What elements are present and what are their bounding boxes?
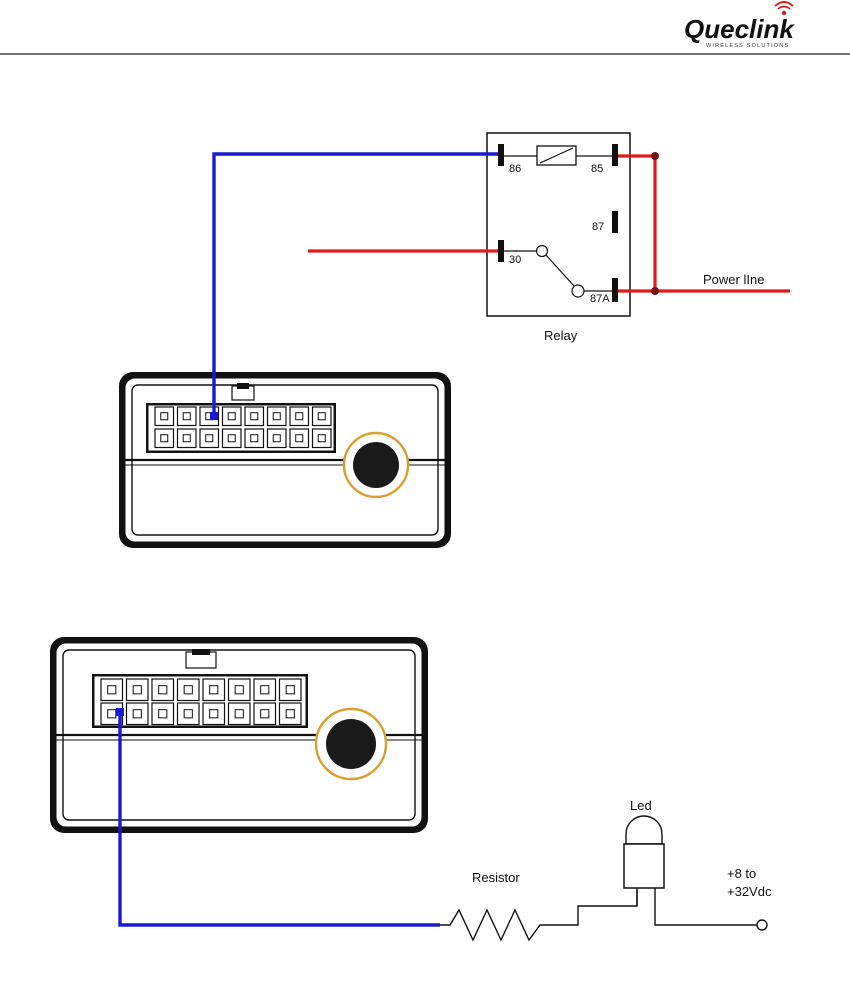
relay-pin-87a-label: 87A <box>590 293 610 305</box>
connector-pin-contact <box>161 413 168 420</box>
connector-pin-contact <box>210 686 218 694</box>
connector-pin-contact <box>183 413 190 420</box>
tracker-device-icon <box>119 372 451 548</box>
connector-pin-contact <box>286 710 294 718</box>
relay-pin-86-block <box>498 144 504 166</box>
connector-pin-contact <box>159 686 167 694</box>
connector-pin-contact <box>133 710 141 718</box>
device-1-button <box>353 442 399 488</box>
supply-label-line1: +8 to <box>727 866 756 881</box>
relay-switch-pivot <box>537 246 548 257</box>
connector-pin-contact <box>108 710 116 718</box>
connector-pin-contact <box>261 710 269 718</box>
queclink-logo-icon: Queclink WIRELESS SOLUTIONS <box>684 2 795 49</box>
connector-pin-contact <box>286 686 294 694</box>
device-1-active-pin <box>210 412 218 420</box>
connector-pin-contact <box>296 413 303 420</box>
header: Queclink WIRELESS SOLUTIONS <box>0 2 850 54</box>
relay-pin-30-block <box>498 240 504 262</box>
relay-pin-87-block <box>612 211 618 233</box>
connector-pin-contact <box>184 710 192 718</box>
relay-pin-86-label: 86 <box>509 163 521 175</box>
relay-pin-85-label: 85 <box>591 163 603 175</box>
connector-pin-contact <box>273 413 280 420</box>
relay-switch-contact <box>572 285 584 297</box>
connector-pin-contact <box>210 710 218 718</box>
junction-dot-top <box>651 152 659 160</box>
relay-label: Relay <box>544 328 578 343</box>
connector-pin-contact <box>251 435 258 442</box>
connector-pin-contact <box>161 435 168 442</box>
connector-pin-contact <box>261 686 269 694</box>
device-2 <box>50 637 428 833</box>
logo-subtitle: WIRELESS SOLUTIONS <box>706 43 789 49</box>
connector-pin-contact <box>228 413 235 420</box>
connector-pin-contact <box>235 686 243 694</box>
device-2-button <box>326 719 376 769</box>
connector-pin-contact <box>133 686 141 694</box>
connector-pin-contact <box>318 435 325 442</box>
connector-pin-contact <box>183 435 190 442</box>
connector-pin-contact <box>228 435 235 442</box>
connector-pin-contact <box>108 686 116 694</box>
connector-pin-contact <box>206 435 213 442</box>
relay-pin-85-block <box>612 144 618 166</box>
led-label: Led <box>630 798 652 813</box>
led-dome <box>626 816 662 844</box>
connector-pin-contact <box>159 710 167 718</box>
connector-pin-contact <box>318 413 325 420</box>
connector-pin-contact <box>273 435 280 442</box>
logo-text: Queclink <box>684 14 795 44</box>
led-body <box>624 844 664 888</box>
resistor-label: Resistor <box>472 870 520 885</box>
device-2-active-pin <box>116 708 124 716</box>
device-1 <box>119 372 451 548</box>
connector-pin-contact <box>235 710 243 718</box>
supply-label-line2: +32Vdc <box>727 884 772 899</box>
connector-pin-contact <box>251 413 258 420</box>
connector-pin-contact <box>296 435 303 442</box>
connector-pin-contact <box>184 686 192 694</box>
relay-pin-87-label: 87 <box>592 221 604 233</box>
relay-pin-30-label: 30 <box>509 254 521 266</box>
supply-terminal <box>757 920 767 930</box>
resistor-icon <box>440 890 637 940</box>
relay-icon: 86 85 87 30 87A Relay <box>487 133 630 343</box>
power-line-label: Power lIne <box>703 272 764 287</box>
junction-dot-bottom <box>651 287 659 295</box>
relay-pin-87a-block <box>612 278 618 302</box>
